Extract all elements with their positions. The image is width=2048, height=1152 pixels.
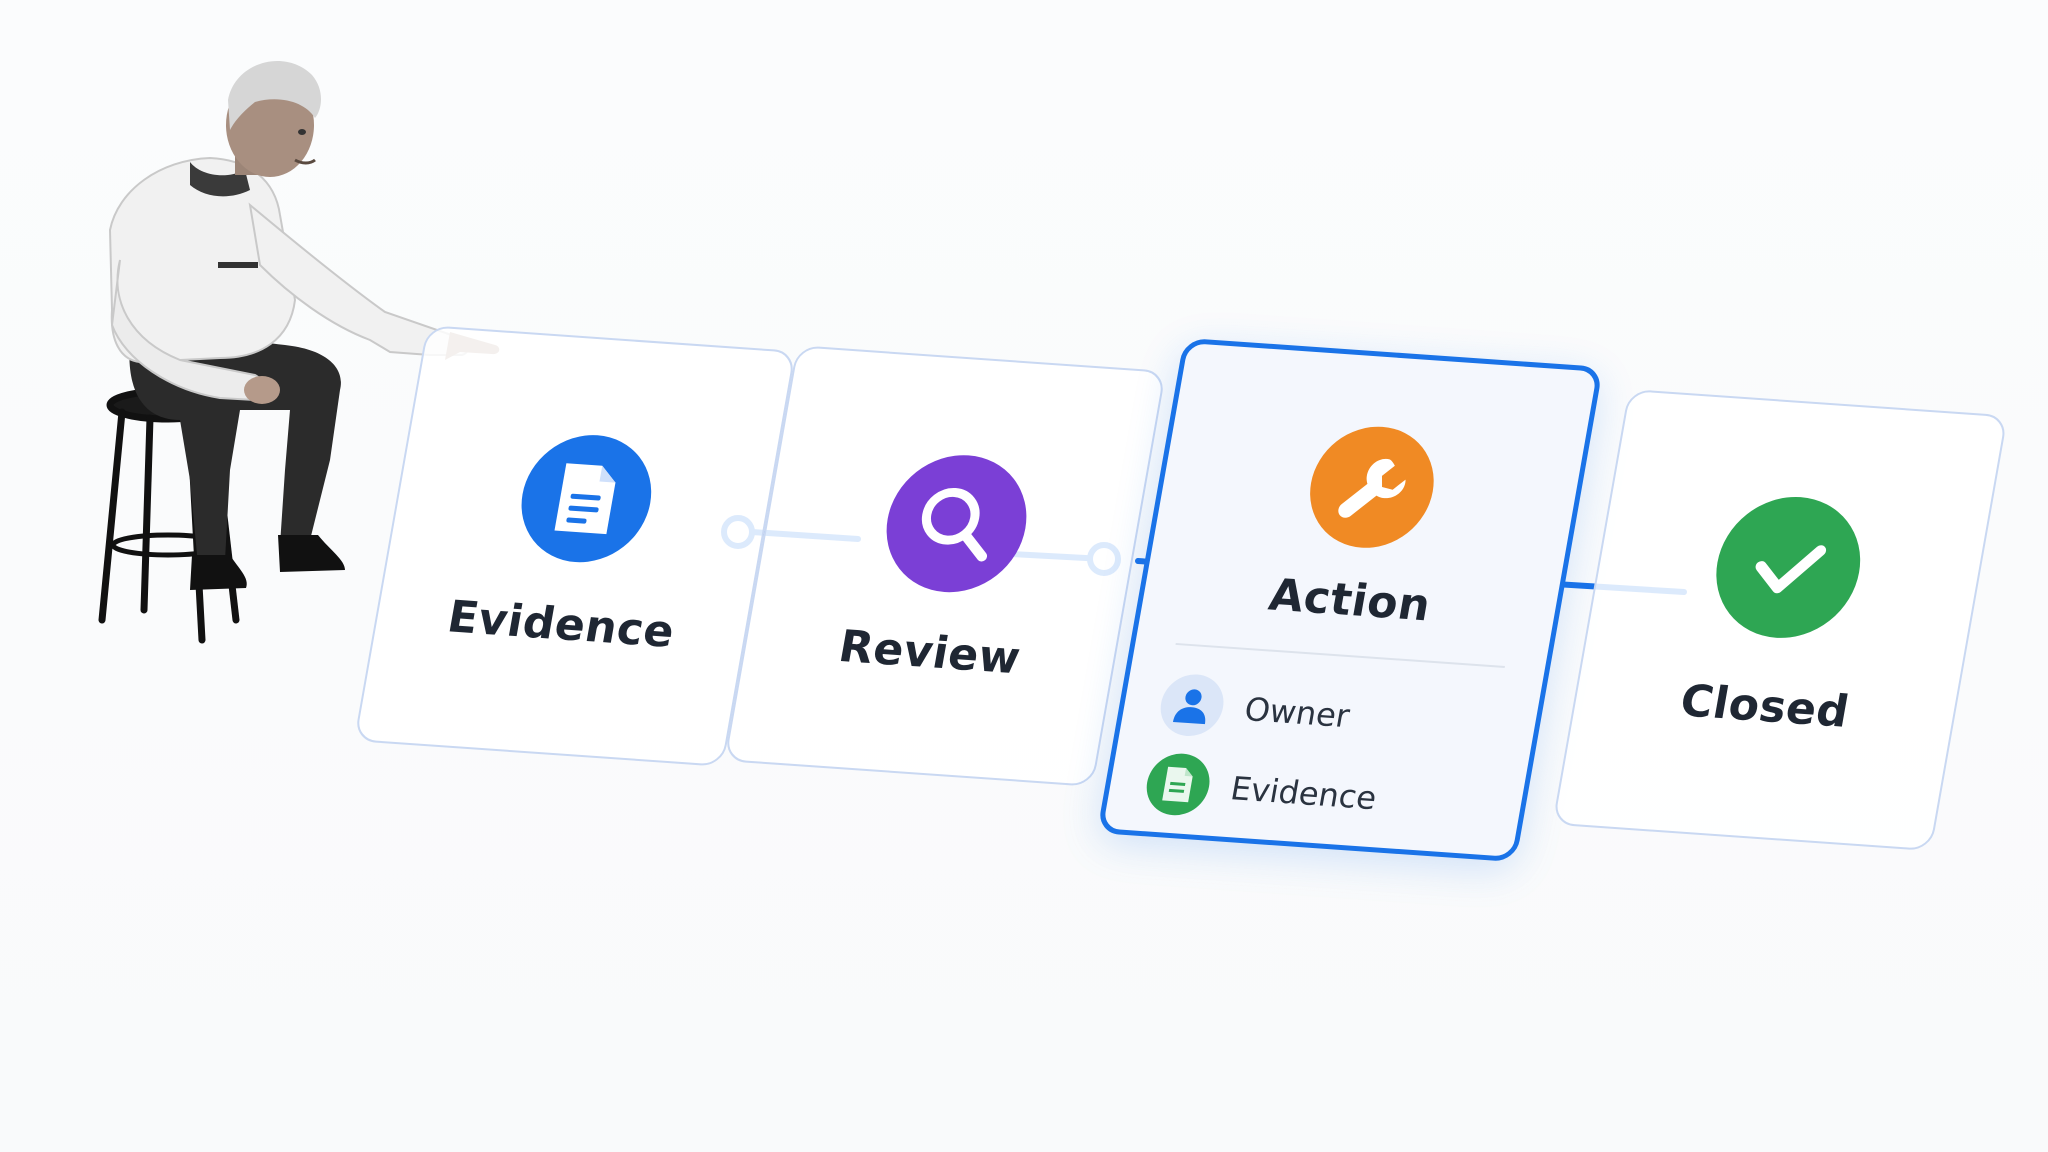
detail-label: Owner <box>1241 690 1353 736</box>
step-card-review[interactable]: Review <box>723 345 1167 787</box>
step-card-closed[interactable]: Closed <box>1552 388 2008 852</box>
detail-label: Evidence <box>1227 769 1380 818</box>
wrench-icon <box>1300 422 1444 552</box>
person-icon <box>1155 672 1229 739</box>
document-icon <box>1141 751 1215 818</box>
step-label: Review <box>834 621 1025 685</box>
step-label: Closed <box>1676 675 1854 738</box>
step-card-action[interactable]: Action Owner Evidence <box>1096 337 1604 863</box>
checkmark-icon <box>1705 492 1872 643</box>
document-icon <box>511 430 662 567</box>
step-card-evidence[interactable]: Evidence <box>353 325 797 767</box>
magnifier-icon <box>875 450 1038 597</box>
detail-row-evidence: Evidence <box>1141 751 1382 829</box>
step-label: Action <box>1265 569 1435 632</box>
detail-row-owner: Owner <box>1155 672 1355 747</box>
step-label: Evidence <box>443 591 679 658</box>
card-divider <box>1175 642 1505 668</box>
